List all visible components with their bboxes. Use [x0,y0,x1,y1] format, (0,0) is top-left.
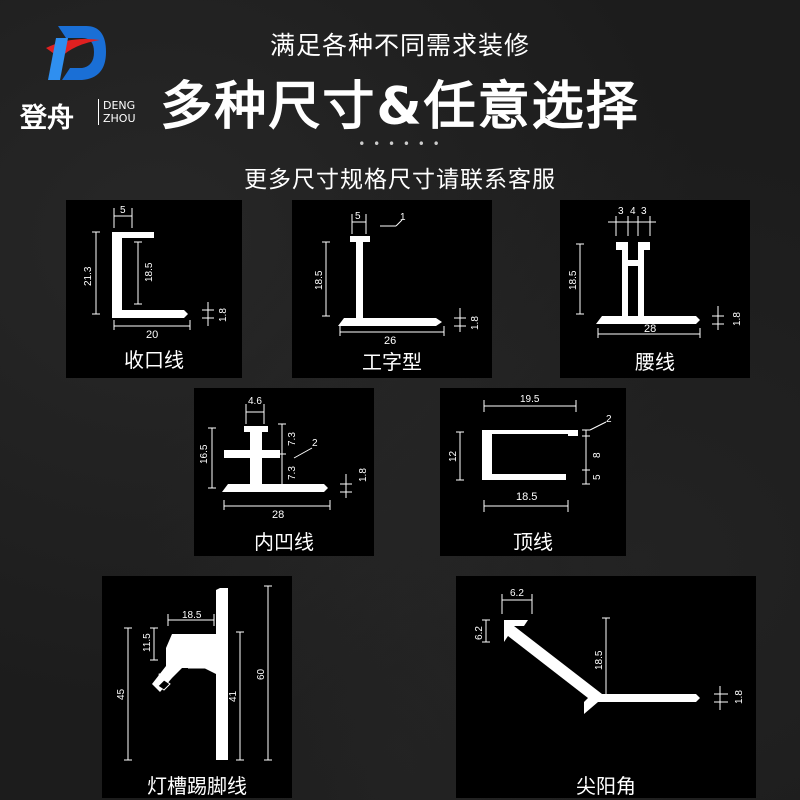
profile-drawing-jianyangjiao: 6.2 6.2 18.5 1.8 [474,588,745,714]
brand-name-en-line1: DENG [103,99,136,112]
dim-label: 12 [448,450,459,462]
profile-shape [112,232,188,318]
headline: 多种尺寸&任意选择 [160,77,640,137]
profile-name: 腰线 [635,350,675,374]
divider-dots: • • • • • • [358,137,442,151]
profile-card-jianyangjiao: 6.2 6.2 18.5 1.8 尖阳角 [456,576,756,798]
brand-logo: 登舟 DENG ZHOU [12,18,136,134]
dim-label: 7.3 [287,432,298,446]
profile-name: 灯槽踢脚线 [147,774,247,798]
dim-label: 28 [272,509,284,521]
profile-name: 顶线 [513,530,553,554]
subtitle: 满足各种不同需求装修 [269,31,530,60]
dim-label: 7.3 [287,466,298,480]
logo-mark-icon [46,26,106,80]
dim-label: 28 [644,323,656,335]
profile-name: 内凹线 [254,530,314,554]
profile-card-neiaoxian: 4.6 16.5 7.3 7.3 2 28 1.8 内凹线 [194,388,374,556]
dim-label: 1 [400,212,406,223]
dim-label: 18.5 [144,262,155,282]
profile-shape [596,242,700,324]
dim-label: 5 [120,205,126,216]
profile-drawing-dingxian: 19.5 2 12 8 5 18.5 [448,394,612,512]
dim-label: 11.5 [142,633,153,652]
dim-label: 16.5 [199,444,210,464]
dim-label: 1.8 [218,308,229,322]
dim-label: 18.5 [182,610,202,621]
dim-label: 4.6 [248,396,262,407]
dim-label: 5 [158,672,163,682]
profile-drawing-shoukouxian: 5 21.3 18.5 20 1.8 [83,205,229,341]
dim-label: 1.8 [732,312,743,326]
dim-label: 18.5 [568,270,579,290]
profile-name: 工字型 [362,350,422,374]
profile-shape [152,588,228,760]
dim-label: 1.8 [470,316,481,330]
profile-shape [504,620,700,714]
dim-label: 6.2 [510,588,524,599]
profile-shape [222,426,328,492]
profile-name: 尖阳角 [576,774,636,798]
dim-label: 60 [256,668,267,680]
profile-shape [338,236,442,326]
dim-label: 18.5 [516,491,537,503]
dim-label: 18.5 [594,650,605,670]
profile-name: 收口线 [124,348,184,372]
brand-name-cn: 登舟 [20,103,74,134]
dim-label: 19.5 [520,394,540,405]
dim-label: 26 [384,335,396,347]
contact-note: 更多尺寸规格尺寸请联系客服 [244,167,556,193]
profile-card-yaoxian: 3 4 3 18.5 28 1.8 腰线 [560,200,750,378]
brand-name-en: DENG ZHOU [98,99,136,125]
dim-label: 5 [355,211,361,222]
dim-label: 6.2 [474,626,485,640]
dim-label: 5 [592,474,603,480]
dim-label: 2 [606,414,612,425]
profile-card-shoukouxian: 5 21.3 18.5 20 1.8 收口线 [66,200,242,378]
dim-label: 3 [641,206,647,217]
profile-card-dengcaotijiaoxian: 18.5 11.5 8.8 5 45 41 60 灯槽踢脚线 [102,576,292,798]
profile-shape [482,430,578,480]
dim-label: 8.8 [198,656,212,667]
dim-label: 18.5 [314,270,325,290]
dim-label: 41 [228,690,239,702]
profile-drawing-gongzixing: 5 1 18.5 26 1.8 [314,211,481,347]
dim-label: 45 [116,688,127,700]
dim-label: 1.8 [358,468,369,482]
dim-label: 8 [592,452,603,458]
profile-drawing-dengcaotijiaoxian: 18.5 11.5 8.8 5 45 41 60 [116,585,272,761]
profile-drawing-yaoxian: 3 4 3 18.5 28 1.8 [568,206,743,338]
dim-label: 3 [618,206,624,217]
dim-label: 21.3 [83,266,94,286]
brand-name-en-line2: ZHOU [103,112,136,125]
dim-label: 4 [630,206,636,217]
dim-label: 2 [312,438,318,449]
dim-label: 1.8 [734,690,745,704]
profile-card-dingxian: 19.5 2 12 8 5 18.5 顶线 [440,388,626,556]
dim-label: 20 [146,329,158,341]
profile-card-gongzixing: 5 1 18.5 26 1.8 工字型 [292,200,492,378]
profile-drawing-neiaoxian: 4.6 16.5 7.3 7.3 2 28 1.8 [199,396,369,521]
